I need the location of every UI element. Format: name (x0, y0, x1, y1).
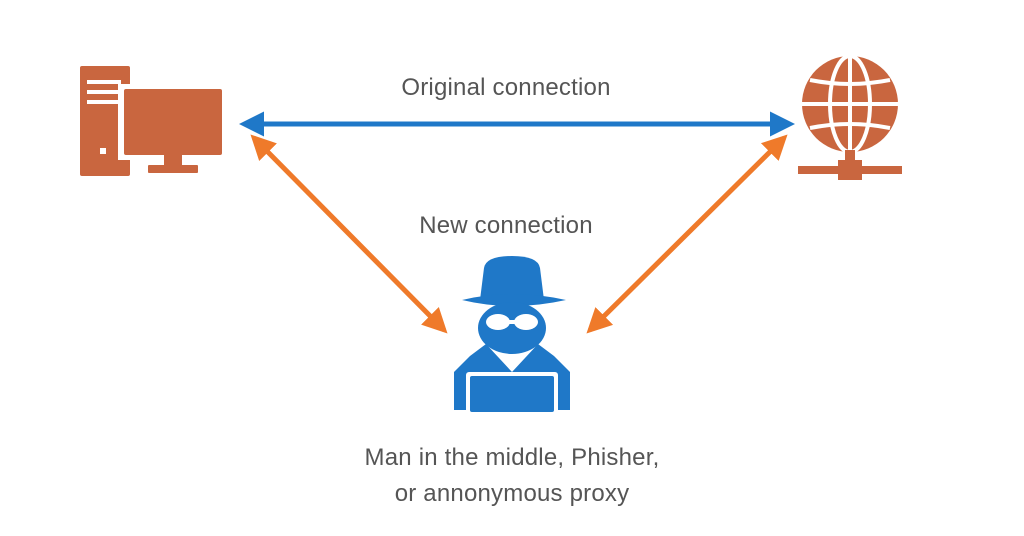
attacker-label-line-2: or annonymous proxy (394, 480, 630, 507)
attacker-label: Man in the middle, Phisher, or annonymou… (312, 440, 712, 512)
new-connection-label: New connection (419, 212, 593, 239)
desktop-computer-icon (80, 66, 228, 176)
globe-network-icon (798, 54, 902, 180)
hacker-spy-icon (454, 256, 570, 414)
new-connection-arrow-right (586, 134, 788, 334)
new-connection-arrow-left (250, 134, 448, 334)
attacker-label-line-1: Man in the middle, Phisher, (364, 444, 660, 471)
original-connection-label: Original connection (401, 74, 611, 101)
